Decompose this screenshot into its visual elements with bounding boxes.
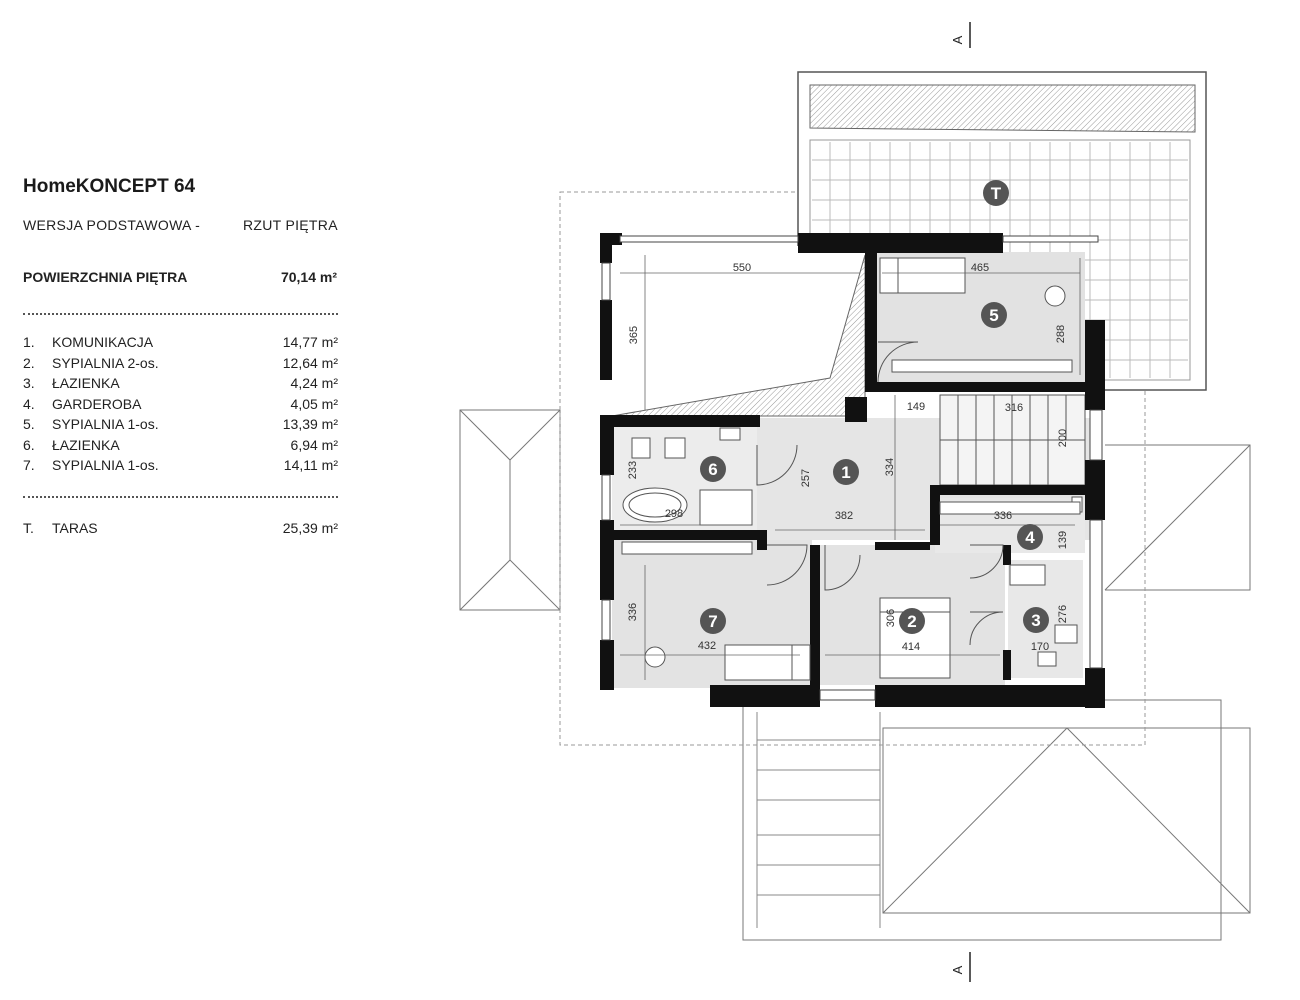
ground-floor-outline	[559, 191, 1146, 746]
room-number: 4.	[23, 396, 35, 412]
room-number: 2.	[23, 355, 35, 371]
dim-288: 288	[1055, 325, 1067, 343]
room-number: 5.	[23, 416, 35, 432]
room-area: 6,94 m²	[290, 437, 338, 453]
room-area: 4,24 m²	[290, 375, 338, 391]
marker-label: 6	[708, 460, 717, 479]
stair-lines-bottom	[756, 712, 881, 928]
room-row: 4. GARDEROBA 4,05 m²	[23, 396, 338, 416]
dim-414: 414	[902, 641, 920, 653]
room-row: 2. SYPIALNIA 2-os. 12,64 m²	[23, 355, 338, 375]
marker-label: T	[991, 184, 1002, 203]
marker-label: 3	[1031, 611, 1040, 630]
roof-left	[459, 409, 561, 611]
dotted-divider	[23, 313, 338, 315]
room-area: 14,77 m²	[282, 334, 338, 350]
dim-550: 550	[733, 262, 751, 274]
room-area: 13,39 m²	[282, 416, 338, 432]
room-marker-4: 4	[1017, 524, 1043, 550]
room-name: ŁAZIENKA	[52, 375, 120, 391]
project-title: HomeKONCEPT 64	[23, 176, 196, 197]
marker-label: 4	[1025, 528, 1035, 547]
room-number: 3.	[23, 375, 35, 391]
dim-257: 257	[800, 469, 812, 487]
room-name: KOMUNIKACJA	[52, 334, 154, 350]
dim-316: 316	[1005, 402, 1023, 414]
doors	[756, 341, 1004, 646]
roof-bottom	[742, 699, 1251, 941]
room-row: 1. KOMUNIKACJA 14,77 m²	[23, 334, 338, 354]
section-label: A	[950, 35, 965, 44]
dim-139: 139	[1057, 531, 1069, 549]
dim-336-wardrobe: 336	[994, 510, 1012, 522]
terrace-marker: T	[983, 180, 1009, 206]
dim-382: 382	[835, 510, 853, 522]
room-name: GARDEROBA	[52, 396, 142, 412]
terrace-row: T. TARAS 25,39 m²	[23, 520, 338, 540]
room-name: SYPIALNIA 2-os.	[52, 355, 159, 371]
terrace-area: 25,39 m²	[282, 520, 338, 536]
section-marker-top: A	[950, 22, 971, 48]
room-row: 6. ŁAZIENKA 6,94 m²	[23, 437, 338, 457]
dotted-divider	[23, 496, 338, 498]
marker-label: 2	[907, 612, 916, 631]
room-marker-2: 2	[899, 608, 925, 634]
dim-170: 170	[1031, 641, 1049, 653]
room-name: SYPIALNIA 1-os.	[52, 416, 159, 432]
dim-200: 200	[1057, 429, 1069, 447]
dimension-labels: 550 465 365 288 149 316 200 334 257 233 …	[627, 262, 1069, 653]
section-marker-bottom: A	[950, 952, 971, 982]
room-row: 5. SYPIALNIA 1-os. 13,39 m²	[23, 416, 338, 436]
room-number: 6.	[23, 437, 35, 453]
dim-334: 334	[884, 458, 896, 476]
dim-306: 306	[885, 609, 897, 627]
room-marker-3: 3	[1023, 607, 1049, 633]
dim-432: 432	[698, 640, 716, 652]
room-marker-7: 7	[700, 608, 726, 634]
terrace-number: T.	[23, 520, 34, 536]
room-row: 7. SYPIALNIA 1-os. 14,11 m²	[23, 457, 338, 477]
room-marker-1: 1	[833, 459, 859, 485]
room-number: 7.	[23, 457, 35, 473]
terrace-name: TARAS	[52, 520, 98, 536]
floor-area-label: POWIERZCHNIA PIĘTRA	[23, 269, 188, 285]
marker-label: 1	[841, 463, 850, 482]
walls	[600, 233, 1105, 708]
room-area: 14,11 m²	[283, 457, 338, 473]
dim-465: 465	[971, 262, 989, 274]
section-label: A	[950, 965, 965, 974]
dim-233: 233	[627, 461, 639, 479]
plan-name-label: RZUT PIĘTRA	[243, 217, 338, 233]
dim-276: 276	[1057, 605, 1069, 623]
room-markers: 1 2 3 4 5 6 7 T	[700, 180, 1049, 634]
version-label: WERSJA PODSTAWOWA -	[23, 217, 201, 233]
marker-label: 7	[708, 612, 717, 631]
room-row: 3. ŁAZIENKA 4,24 m²	[23, 375, 338, 395]
floor-area-value: 70,14 m²	[280, 269, 337, 285]
room-name: ŁAZIENKA	[52, 437, 120, 453]
dim-336-bedroom: 336	[627, 603, 639, 621]
dim-298: 298	[665, 508, 683, 520]
legend-panel: HomeKONCEPT 64 WERSJA PODSTAWOWA - RZUT …	[0, 0, 360, 1000]
roof-right	[1104, 444, 1251, 591]
room-marker-6: 6	[700, 456, 726, 482]
dim-365: 365	[628, 326, 640, 344]
dimension-lines	[620, 255, 1081, 680]
windows	[601, 235, 1103, 701]
room-marker-5: 5	[981, 302, 1007, 328]
room-number: 1.	[23, 334, 35, 350]
room-name: SYPIALNIA 1-os.	[52, 457, 159, 473]
room-area: 4,05 m²	[290, 396, 338, 412]
marker-label: 5	[989, 306, 998, 325]
room-area: 12,64 m²	[282, 355, 338, 371]
dim-149: 149	[907, 401, 925, 413]
